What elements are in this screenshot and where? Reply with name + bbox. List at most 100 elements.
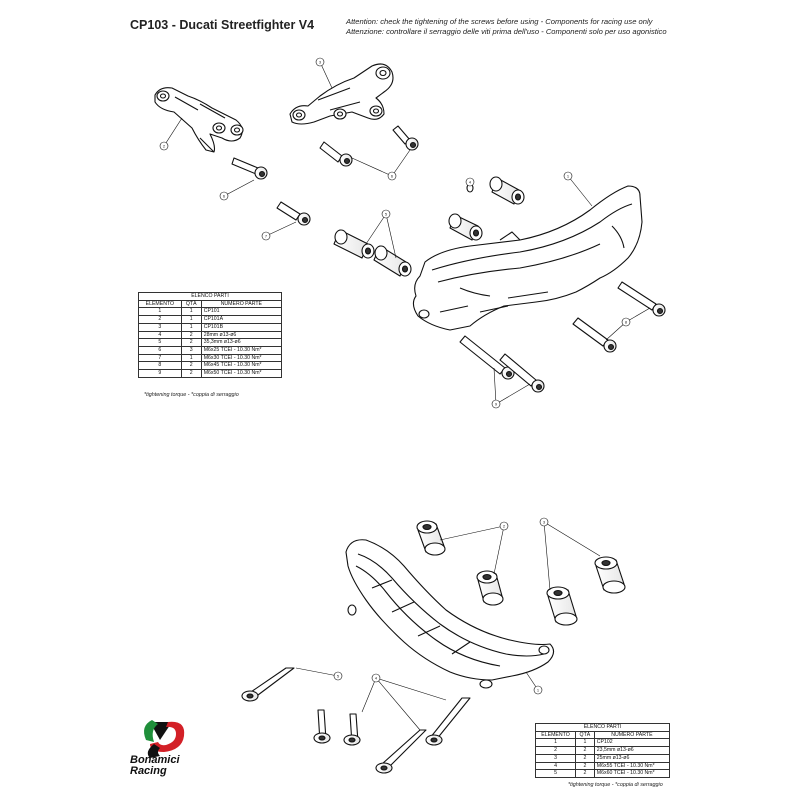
- table-caption: ELENCO PARTI: [535, 723, 670, 732]
- callout-5-top: 5: [381, 209, 391, 219]
- spacer-part-5-a: [333, 229, 375, 259]
- screw-part-8-b: [572, 317, 617, 353]
- cell-part-number: M6x60 TCEI - 10.30 Nm*: [593, 769, 671, 778]
- logo-black-loop: [147, 744, 160, 758]
- svg-text:1: 1: [567, 174, 570, 179]
- cell-part-number: M6x25 TCEI - 10.30 Nm*: [200, 345, 283, 355]
- page-title: CP103 - Ducati Streetfighter V4: [130, 18, 315, 32]
- svg-text:6: 6: [391, 174, 394, 179]
- spacer-part-3-a: [594, 556, 626, 594]
- cell-element: 2: [534, 746, 577, 755]
- screw-part-6-b: [319, 141, 353, 167]
- cell-element: 7: [138, 353, 182, 363]
- screw-part-7: [276, 201, 311, 226]
- cell-element: 3: [534, 753, 577, 763]
- screw-part-4-c: [313, 709, 331, 744]
- bottom-leader-lines: [295, 521, 601, 731]
- cell-part-number: 25mm ø13-ø6: [593, 753, 671, 763]
- svg-text:5: 5: [337, 674, 340, 679]
- column-header-part-number: NUMERO PARTE: [593, 730, 671, 740]
- callout-4-bottom: 4: [371, 673, 381, 683]
- bottom-callouts: 1 2 3 4 5: [333, 517, 549, 695]
- callout-9-top: 9: [491, 399, 501, 409]
- cell-element: 8: [138, 361, 182, 371]
- callout-1-top: 1: [563, 171, 573, 181]
- column-header-element: ELEMENTO: [534, 730, 577, 740]
- callout-6-top: 6: [387, 171, 397, 181]
- engine-cover-part-1-bottom: [345, 539, 555, 689]
- cell-quantity: 3: [180, 345, 202, 355]
- svg-text:4: 4: [375, 676, 378, 681]
- callout-1-bottom: 1: [533, 685, 543, 695]
- cell-part-number: CP101: [200, 307, 283, 317]
- cell-part-number: M6x30 TCEI - 10.30 Nm*: [200, 353, 283, 363]
- cell-quantity: 1: [180, 353, 202, 363]
- logo-red-stroke: [150, 721, 185, 752]
- cell-element: 1: [534, 738, 577, 748]
- screw-part-5-b: [375, 729, 427, 774]
- column-header-quantity: QTÀ: [575, 730, 595, 740]
- cell-part-number: M6x45 TCEI - 10.30 Nm*: [200, 361, 283, 371]
- spacer-part-2-a: [416, 520, 446, 556]
- callout-4-top: 4: [465, 177, 475, 187]
- svg-text:5: 5: [385, 212, 388, 217]
- callout-2-top: 2: [159, 141, 169, 151]
- cell-part-number: M6x55 TCEI - 10.30 Nm*: [593, 761, 671, 771]
- svg-text:3: 3: [319, 60, 322, 65]
- spacer-part-4-a: [489, 176, 525, 205]
- screw-part-9-a: [459, 335, 515, 380]
- spacer-part-2-b: [476, 570, 504, 606]
- screw-part-4-b: [425, 697, 471, 746]
- attention-note-english: Attention: check the tightening of the s…: [346, 17, 653, 26]
- cell-element: 4: [138, 330, 182, 340]
- svg-text:2: 2: [503, 524, 506, 529]
- engine-cover-part-1: [412, 183, 643, 331]
- cell-part-number: CP101B: [200, 322, 283, 332]
- spacer-part-5-b: [373, 245, 412, 277]
- top-leader-lines: [163, 61, 651, 405]
- callout-3-top: 3: [315, 57, 325, 67]
- callout-5-bottom: 5: [333, 671, 343, 681]
- screw-part-8-a: [617, 281, 666, 317]
- cell-quantity: 2: [180, 330, 202, 340]
- cell-part-number: CP102: [593, 738, 671, 748]
- parts-list-table-top: ELENCO PARTI ELEMENTO QTÀ NUMERO PARTE 1…: [138, 292, 283, 378]
- cell-element: 4: [534, 761, 577, 771]
- callout-7-top: 7: [261, 231, 271, 241]
- cell-quantity: 2: [180, 369, 202, 378]
- cell-part-number: 35,3mm ø13-ø6: [200, 338, 283, 347]
- screw-part-5-a: [241, 667, 295, 702]
- callout-2-bottom: 2: [499, 521, 509, 531]
- cell-quantity: 2: [575, 761, 595, 771]
- cell-quantity: 1: [575, 738, 595, 748]
- cell-quantity: 2: [180, 361, 202, 371]
- cell-element: 3: [138, 322, 182, 332]
- top-assembly: [154, 63, 666, 393]
- parts-list-table-bottom: ELENCO PARTI ELEMENTO QTÀ NUMERO PARTE 1…: [534, 723, 671, 778]
- screw-part-4-a: [343, 713, 361, 746]
- cell-element: 5: [138, 338, 182, 347]
- svg-text:9: 9: [495, 402, 498, 407]
- bracket-part-2: [154, 87, 244, 153]
- torque-note-bottom: *tightening torque - *coppia di serraggi…: [568, 782, 663, 788]
- logo-green-stroke: [144, 720, 158, 742]
- cell-quantity: 1: [180, 315, 202, 324]
- column-header-part-number: NUMERO PARTE: [200, 299, 283, 309]
- bonamici-logo-mark: [144, 720, 185, 758]
- table-caption: ELENCO PARTI: [138, 292, 282, 301]
- svg-text:2: 2: [163, 144, 166, 149]
- cell-part-number: 23,5mm ø13-ø6: [593, 746, 671, 755]
- brand-wordmark: Bonamici Racing: [130, 755, 180, 777]
- callout-3-bottom: 3: [539, 517, 549, 527]
- spacer-part-3-b: [546, 586, 578, 626]
- cell-quantity: 2: [180, 338, 202, 347]
